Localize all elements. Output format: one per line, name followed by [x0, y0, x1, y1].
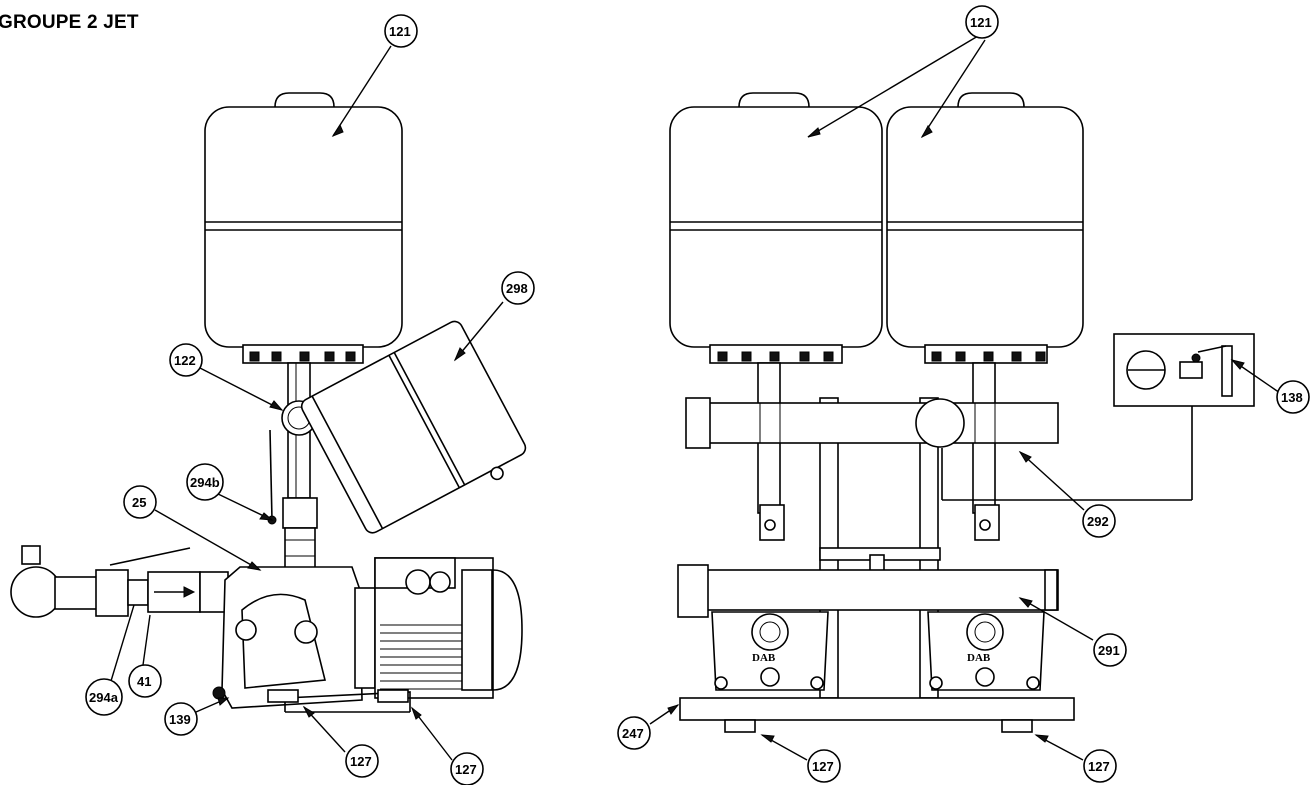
- pump-right-1: DAB: [711, 611, 829, 691]
- leader-lines: [110, 35, 1281, 761]
- callout-298: 298: [501, 271, 535, 305]
- expansion-tank-left: [204, 92, 403, 364]
- svg-text:127: 127: [350, 754, 372, 769]
- callout-25: 25: [123, 485, 157, 519]
- svg-text:294b: 294b: [190, 475, 220, 490]
- svg-text:294a: 294a: [89, 690, 119, 705]
- base-plate: [679, 697, 1075, 721]
- callout-292: 292: [1082, 504, 1116, 538]
- callout-291: 291: [1093, 633, 1127, 667]
- collector-292: [685, 397, 1059, 449]
- svg-text:247: 247: [622, 726, 644, 741]
- callout-127-right-1: 127: [807, 749, 841, 783]
- svg-text:127: 127: [812, 759, 834, 774]
- callout-127-right-2: 127: [1083, 749, 1117, 783]
- right-assembly: DAB DAB: [669, 92, 1255, 733]
- svg-text:298: 298: [506, 281, 528, 296]
- expansion-tank-right-1: [669, 92, 883, 364]
- callout-41: 41: [128, 664, 162, 698]
- svg-text:121: 121: [970, 15, 992, 30]
- callout-121-left: 121: [384, 14, 418, 48]
- foot-left-1: [267, 689, 299, 703]
- svg-text:25: 25: [132, 495, 146, 510]
- left-assembly: [10, 92, 527, 713]
- motor-fins: [380, 624, 470, 690]
- svg-text:139: 139: [169, 712, 191, 727]
- collector-291: [677, 564, 1059, 618]
- svg-text:41: 41: [137, 674, 151, 689]
- svg-text:121: 121: [389, 24, 411, 39]
- callout-139: 139: [164, 702, 198, 736]
- brand-dab-1: DAB: [752, 652, 776, 664]
- foot-right-2: [1001, 719, 1033, 733]
- callout-294b: 294b: [186, 463, 224, 501]
- svg-text:292: 292: [1087, 514, 1109, 529]
- callout-247: 247: [617, 716, 651, 750]
- inlet-line: [10, 545, 229, 618]
- callout-121-right: 121: [965, 5, 999, 39]
- diagram-title: GROUPE 2 JET: [0, 12, 139, 33]
- svg-text:127: 127: [1088, 759, 1110, 774]
- svg-text:291: 291: [1098, 643, 1120, 658]
- control-box: [300, 320, 527, 534]
- expansion-tank-right-2: [886, 92, 1084, 364]
- callout-122: 122: [169, 343, 203, 377]
- foot-left-2: [377, 689, 409, 703]
- pump-right-2: DAB: [927, 611, 1045, 691]
- detail-inset: [941, 333, 1255, 501]
- callout-127-left-1: 127: [345, 744, 379, 778]
- svg-text:138: 138: [1281, 390, 1303, 405]
- svg-text:127: 127: [455, 762, 477, 777]
- brand-dab-2: DAB: [967, 652, 991, 664]
- callout-294a: 294a: [85, 678, 123, 716]
- callout-127-left-2: 127: [450, 752, 484, 785]
- pump-left: [212, 557, 523, 713]
- callout-138: 138: [1276, 380, 1310, 414]
- foot-right-1: [724, 719, 756, 733]
- svg-text:122: 122: [174, 353, 196, 368]
